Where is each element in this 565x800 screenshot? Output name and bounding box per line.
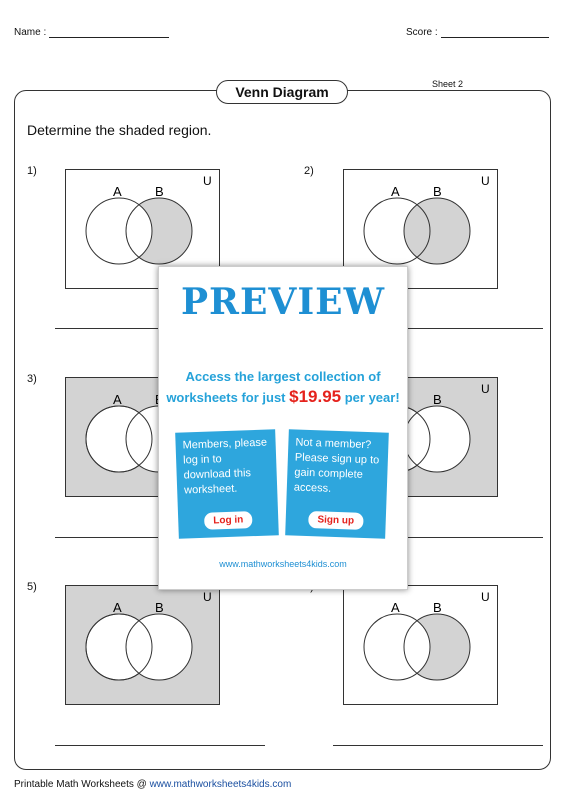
answer-line-6[interactable]	[333, 745, 543, 746]
preview-url[interactable]: www.mathworksheets4kids.com	[219, 559, 347, 569]
instruction-text: Determine the shaded region.	[27, 122, 212, 138]
preview-overlay: PREVIEW Access the largest collection of…	[158, 266, 408, 590]
circle-a-outline	[85, 613, 153, 681]
answer-line-2[interactable]	[333, 328, 543, 329]
preview-offer-text: worksheets for just	[166, 390, 290, 405]
problem-number-1: 1)	[27, 165, 37, 177]
label-a: A	[391, 600, 400, 615]
login-button[interactable]: Log in	[203, 511, 253, 530]
circle-b	[125, 197, 193, 265]
preview-offer-line2: worksheets for just $19.95 per year!	[165, 387, 401, 408]
circle-a	[85, 197, 153, 265]
preview-offer-suffix: per year!	[341, 390, 400, 405]
circle-a	[363, 613, 431, 681]
label-u: U	[203, 590, 212, 604]
shaded-region	[126, 198, 192, 264]
signup-card: Not a member? Please sign up to gain com…	[285, 429, 389, 539]
venn-diagram-5: A B U	[65, 585, 220, 705]
circle-b	[403, 613, 471, 681]
label-b: B	[155, 600, 164, 615]
preview-offer: Access the largest collection of workshe…	[165, 367, 401, 408]
problem-number-2: 2)	[304, 165, 314, 177]
footer-text: Printable Math Worksheets @	[14, 779, 150, 790]
circle-a-outline	[85, 405, 153, 473]
label-b: B	[433, 600, 442, 615]
preview-title: PREVIEW	[180, 281, 386, 323]
members-text: Members, please log in to download this …	[182, 436, 268, 497]
circle-b	[403, 405, 471, 473]
circle-a	[363, 197, 431, 265]
venn-diagram-1: A B U	[65, 169, 220, 289]
worksheet-title: Venn Diagram	[216, 80, 348, 104]
nonmember-text: Not a member? Please sign up to gain com…	[293, 436, 380, 495]
label-u: U	[203, 174, 212, 188]
label-u: U	[481, 174, 490, 188]
venn-diagram-6: A B U	[343, 585, 498, 705]
members-card: Members, please log in to download this …	[175, 429, 279, 539]
name-field: Name :	[14, 27, 170, 38]
problem-number-3: 3)	[27, 373, 37, 385]
answer-line-5[interactable]	[55, 745, 265, 746]
footer-link[interactable]: www.mathworksheets4kids.com	[149, 779, 292, 790]
label-a: A	[113, 184, 122, 199]
signup-button[interactable]: Sign up	[308, 511, 364, 530]
score-line[interactable]	[440, 27, 549, 38]
shaded-region	[404, 614, 470, 680]
footer: Printable Math Worksheets @ www.mathwork…	[14, 779, 291, 790]
answer-line-4[interactable]	[333, 537, 543, 538]
label-u: U	[481, 590, 490, 604]
shaded-region	[404, 198, 470, 264]
name-label: Name :	[14, 27, 47, 38]
score-label: Score :	[406, 27, 438, 38]
label-b: B	[155, 184, 164, 199]
name-line[interactable]	[49, 27, 170, 38]
label-b: B	[433, 184, 442, 199]
label-a: A	[113, 392, 122, 407]
circle-b	[403, 197, 471, 265]
label-u: U	[481, 382, 490, 396]
label-b: B	[433, 392, 442, 407]
problem-number-5: 5)	[27, 581, 37, 593]
preview-price: $19.95	[289, 387, 342, 406]
score-field: Score :	[406, 27, 549, 38]
sheet-number: Sheet 2	[432, 79, 464, 89]
label-a: A	[113, 600, 122, 615]
circle-b	[125, 613, 193, 681]
label-a: A	[391, 184, 400, 199]
preview-offer-line1: Access the largest collection of	[185, 369, 381, 384]
